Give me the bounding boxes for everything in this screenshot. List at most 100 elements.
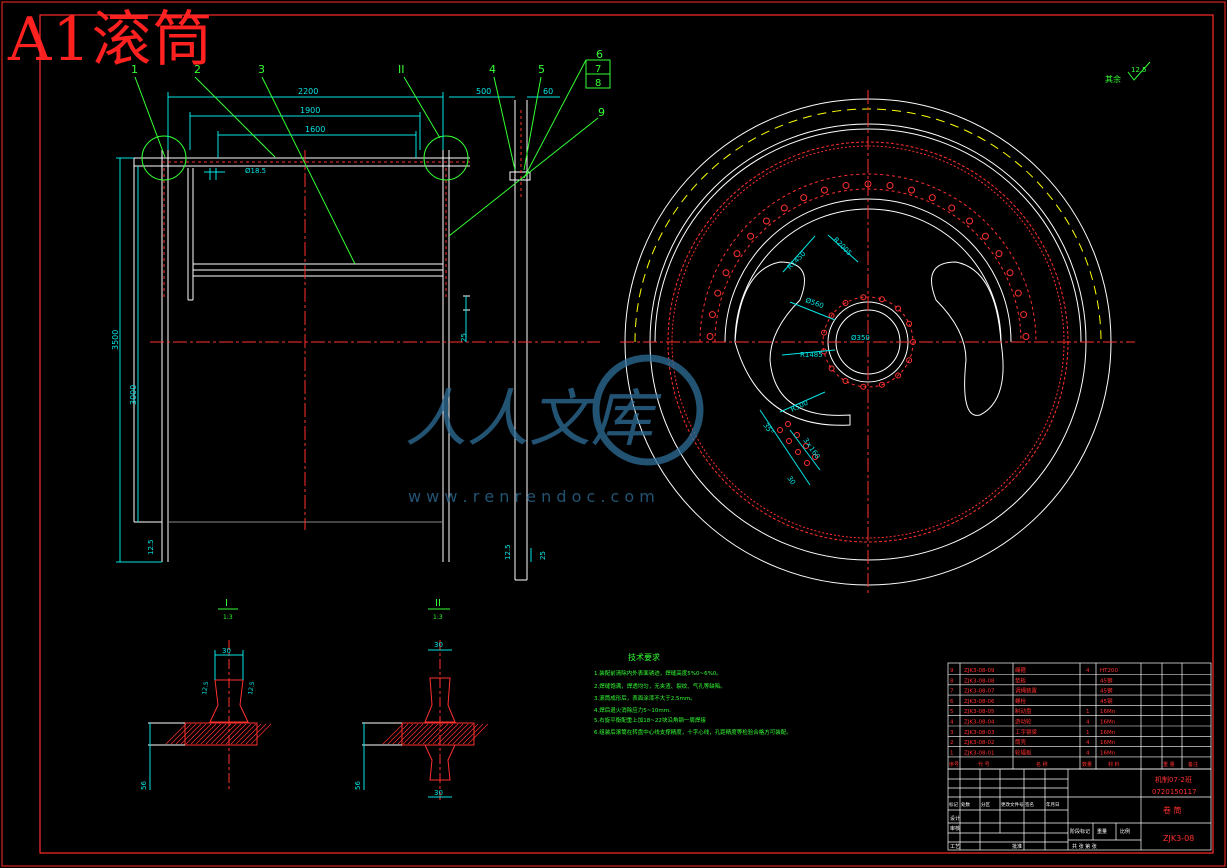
detail-II-dim-56: 56 <box>354 781 362 790</box>
bom-cell-name: 垫板 <box>1015 676 1027 684</box>
title-drawing-no: ZJK3-08 <box>1163 834 1194 843</box>
bom-cell-no: 9 <box>950 668 954 674</box>
surface-finish-label: 其余 <box>1105 74 1121 84</box>
bom-cell-code: ZJK3-08-04 <box>964 720 995 726</box>
tech-item-5: 5.右旋平衡配重上加18~22块沿角钢一周焊接 <box>594 716 706 724</box>
bolt-hole <box>794 432 800 438</box>
bom-cell-code: ZJK3-08-05 <box>964 709 995 715</box>
balloon-1: 1 <box>131 63 138 76</box>
dim-12-5b: 12.5 <box>504 544 512 560</box>
dim-3500: 3500 <box>111 330 120 350</box>
bom-cell-mat: 16Mn <box>1100 740 1116 746</box>
dim-r500: R500 <box>789 399 809 414</box>
bom-cell-code: ZJK3-08-03 <box>964 730 995 736</box>
dim-60: 60 <box>543 87 553 96</box>
bom-cell-code: ZJK3-08-07 <box>964 689 995 695</box>
bom-cell-mat: 45钢 <box>1100 687 1113 695</box>
dim-500: 500 <box>476 87 491 96</box>
bolt-holes <box>706 180 1030 466</box>
revision-header-cell: 签名 <box>1025 801 1034 808</box>
revision-header-cell: 分区 <box>981 801 990 808</box>
bom-cell-name: 调绳装置 <box>1015 687 1038 695</box>
bolt-hole <box>803 443 809 449</box>
dim-30: 30 <box>785 475 797 487</box>
hub-bolt-hole <box>860 294 867 301</box>
detail-circle-I <box>141 135 187 181</box>
title-school: 机制07-2班 <box>1155 775 1192 784</box>
detail-I-dim-left: 12.5 <box>201 681 210 696</box>
dim-12-5: 12.5 <box>147 539 155 555</box>
tech-requirements: 技术要求 1.装配前清除内外表面锈迹，焊缝高度5%0~6%0。 2.焊缝饱满，焊… <box>594 652 792 736</box>
tech-item-3: 3.滚筒成形后，表面涂漆不大于2.5mm。 <box>594 694 696 702</box>
bom-cell-name: 螺栓 <box>1015 697 1027 705</box>
bolt-hole <box>795 449 801 455</box>
cutout-right <box>931 261 1004 416</box>
bom-cell-no: 5 <box>950 709 954 715</box>
title-check: 审核 <box>950 825 960 832</box>
revision-header-cell: 更改文件号 <box>1001 801 1024 808</box>
bom-header: 序号 代 号 名 称 数量 材 料 重 量 备注 <box>949 761 1198 768</box>
dim-35deg: 35° <box>761 422 775 437</box>
bolt-hole <box>1020 311 1028 319</box>
cutout-left <box>734 261 851 426</box>
detail-I: I 1:3 30 12.5 12.5 56 <box>140 598 272 790</box>
bolt-hole <box>785 421 791 427</box>
detail-II-dim-bottom: 30 <box>434 789 443 797</box>
bolt-hole <box>786 438 792 444</box>
bom-h-mat: 材 料 <box>1108 761 1120 768</box>
dim-r1450: R1450 <box>786 250 808 272</box>
tech-item-4: 4.焊后退火消除应力5~10mm. <box>594 706 671 714</box>
title-process: 工艺 <box>950 844 960 850</box>
dim-1900: 1900 <box>300 106 320 115</box>
bom-cell-code: ZJK3-08-02 <box>964 740 994 746</box>
bom-cell-name: 游动轮 <box>1015 718 1032 726</box>
bom-cell-mat: 16Mn <box>1100 709 1116 715</box>
bom-cell-qty: 4 <box>1086 720 1090 726</box>
bolt-hole <box>812 454 818 460</box>
bolt-hole <box>842 182 850 190</box>
bom-cell-no: 4 <box>950 720 954 726</box>
title-part-name: 卷 筒 <box>1163 805 1182 815</box>
detail-I-dim-56: 56 <box>140 781 148 790</box>
tech-item-1: 1.装配前清除内外表面锈迹，焊缝高度5%0~6%0。 <box>594 669 722 677</box>
bolt-hole <box>948 204 956 212</box>
bom-cell-no: 7 <box>950 689 954 695</box>
bolt-hole <box>747 232 755 240</box>
bom-cell-qty: 1 <box>1086 709 1090 715</box>
bom-cell-mat: 16Mn <box>1100 730 1116 736</box>
title-weight: 重量 <box>1097 828 1107 835</box>
title-sheets: 共 张 第 张 <box>1072 843 1097 850</box>
sheet-title: A1滚筒 <box>8 5 214 75</box>
balloon-6: 6 <box>596 48 603 61</box>
hub-bolt-hole <box>895 372 902 379</box>
balloon-4: 4 <box>489 63 496 76</box>
watermark-url: w w w . r e n r e n d o c . c o m <box>408 487 655 506</box>
detail-I-dim-30: 30 <box>222 647 231 655</box>
bolt-hole <box>820 186 828 194</box>
inner-frame <box>39 14 1214 854</box>
detail-I-title: I <box>225 598 228 609</box>
bolt-hole <box>708 311 716 319</box>
bolt-hole <box>1022 332 1030 340</box>
bom-cell-no: 3 <box>950 730 954 736</box>
hub-bolt-hole <box>878 296 885 303</box>
hub-bolt-hole <box>842 300 849 307</box>
detail-I-scale: 1:3 <box>223 614 233 621</box>
dim-r1485: R1485 <box>800 351 823 359</box>
bom-h-weight: 重 量 <box>1163 761 1175 768</box>
bolt-hole <box>995 250 1003 258</box>
balloon-9: 9 <box>598 106 605 119</box>
bom-cell-code: ZJK3-08-01 <box>964 750 994 756</box>
bolt-hole <box>777 427 783 433</box>
bom-cell-code: ZJK3-08-08 <box>964 678 995 684</box>
watermark-brand: 人人文库 <box>405 382 662 455</box>
revision-header-cell: 标记 <box>949 801 958 808</box>
bom-cell-qty: 4 <box>1086 668 1090 674</box>
bom-cell-qty: 4 <box>1086 740 1090 746</box>
hub-bolt-hole <box>842 377 849 384</box>
bolt-hole <box>966 217 974 225</box>
bom-h-no: 序号 <box>949 761 959 768</box>
